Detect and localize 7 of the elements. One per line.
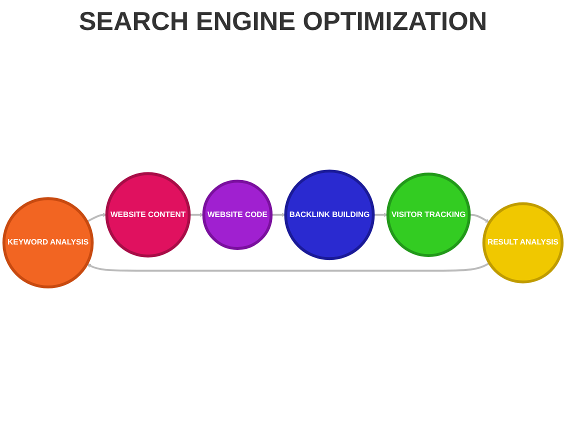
diagram-title: SEARCH ENGINE OPTIMIZATION (78, 6, 488, 37)
arrow (373, 212, 388, 217)
arrow (86, 262, 490, 272)
arrow (86, 212, 107, 223)
arrow (189, 212, 204, 217)
arrow (469, 214, 490, 223)
arrow (271, 212, 286, 217)
